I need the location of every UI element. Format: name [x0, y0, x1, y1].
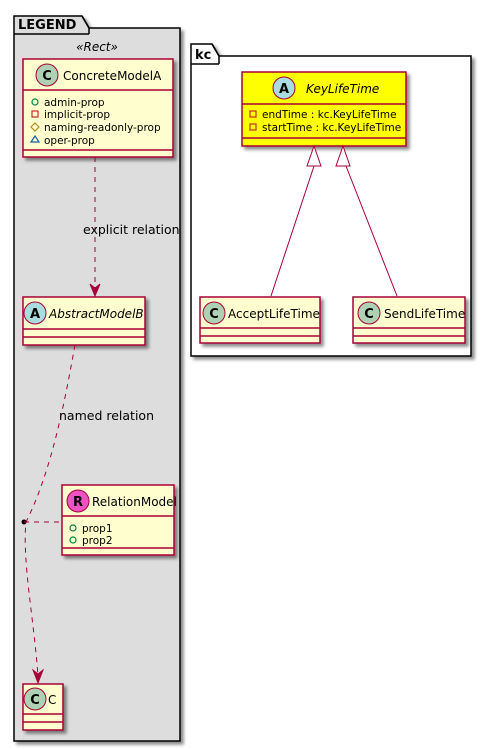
kc-tab-edge [211, 43, 220, 64]
class-c-icon [202, 301, 226, 325]
class-kind-letter: C [209, 307, 219, 322]
class-c[interactable]: C C [22, 683, 64, 731]
class-r-icon [66, 489, 90, 513]
edge-explicit-relation: explicit relation [83, 157, 180, 298]
class-member: prop1 [82, 523, 113, 535]
class-name: SendLifeTime [384, 307, 465, 321]
legend-stereotype: «Rect» [76, 40, 118, 54]
class-member: oper-prop [44, 135, 95, 147]
class-c-icon [23, 687, 47, 711]
class-name: AbstractModelB [48, 307, 144, 321]
class-key-life-time-box [241, 71, 407, 147]
class-name: ConcreteModelA [63, 69, 162, 83]
class-kind-letter: C [42, 69, 52, 84]
private-visibility-icon [249, 110, 257, 118]
class-member: endTime : kc.KeyLifeTime [262, 109, 397, 121]
class-send-life-time[interactable]: C SendLifeTime [352, 296, 466, 344]
class-name: RelationModel [92, 495, 177, 509]
class-abstract-model-b[interactable]: A AbstractModelB [22, 296, 146, 346]
protected-visibility-icon [30, 122, 40, 132]
kc-package-title: kc [195, 48, 211, 63]
edge-send-extends-key [335, 144, 398, 297]
class-a-icon [23, 301, 47, 325]
package-visibility-icon [29, 134, 41, 143]
class-name: KeyLifeTime [306, 82, 379, 96]
class-concrete-model-a-box [22, 58, 174, 158]
inheritance-arrow-icon [335, 144, 351, 167]
public-visibility-icon [69, 524, 77, 532]
class-c-icon [35, 63, 59, 87]
class-member: naming-readonly-prop [44, 122, 161, 134]
legend-package: LEGEND «Rect» [13, 15, 181, 742]
class-member: startTime : kc.KeyLifeTime [262, 122, 401, 134]
arrow-head-icon [31, 668, 45, 685]
class-relation-model-box [61, 484, 175, 556]
class-kind-letter: C [30, 693, 40, 708]
edge-label: explicit relation [83, 222, 180, 237]
class-name: C [48, 693, 56, 707]
class-kind-letter: C [364, 307, 374, 322]
class-kind-letter: A [279, 82, 289, 97]
class-a-icon [272, 76, 296, 100]
arrow-head-icon [89, 283, 101, 298]
class-kind-letter: R [73, 495, 83, 510]
inheritance-arrow-icon [306, 144, 322, 167]
edge-label: named relation [59, 408, 154, 423]
public-visibility-icon [31, 98, 39, 106]
private-visibility-icon [249, 123, 257, 131]
class-relation-model[interactable]: R RelationModel prop1 prop2 [61, 484, 177, 556]
public-visibility-icon [69, 536, 77, 544]
class-key-life-time[interactable]: A KeyLifeTime endTime : kc.KeyLifeTime s… [241, 71, 407, 147]
class-member: admin-prop [44, 97, 105, 109]
edge-named-relation: named relation [21, 344, 154, 685]
class-concrete-model-a[interactable]: C ConcreteModelA admin-prop implicit-pro… [22, 58, 174, 158]
edge-line [270, 165, 315, 297]
legend-tab-edge [81, 15, 90, 34]
class-member: prop2 [82, 535, 113, 547]
legend-package-title: LEGEND [18, 18, 77, 33]
private-visibility-icon [31, 110, 39, 118]
class-name: AcceptLifeTime [228, 307, 320, 321]
class-c-icon [357, 301, 381, 325]
class-member: implicit-prop [44, 109, 110, 121]
class-accept-life-time[interactable]: C AcceptLifeTime [199, 296, 321, 344]
edge-accept-extends-key [270, 144, 322, 297]
class-kind-letter: A [30, 307, 40, 322]
edge-line [345, 165, 398, 297]
